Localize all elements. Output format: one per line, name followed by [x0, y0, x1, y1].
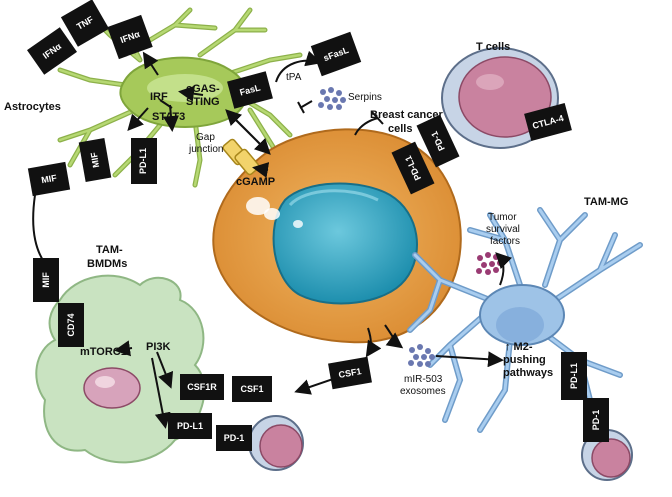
label-stat3: STAT3 [152, 111, 185, 123]
label-mir503: mIR-503 exosomes [400, 374, 446, 397]
svg-text:CSF1: CSF1 [338, 366, 362, 380]
marker-ctla4: CTLA-4 [524, 103, 572, 141]
label-cgamp: cGAMP [236, 176, 275, 188]
label-gap-junction: Gap junction [188, 132, 223, 155]
marker-csf1r: CSF1R [180, 374, 224, 400]
svg-text:PD-1: PD-1 [224, 433, 245, 443]
label-tpa: tPA [286, 72, 302, 83]
marker-pdl1-mg: PD-L1 [561, 352, 587, 400]
marker-mif-bmdm: MIF [33, 258, 59, 302]
marker-cd74: CD74 [58, 303, 84, 347]
label-pi3k: PI3K [146, 341, 171, 353]
t-cell-small-mg [581, 429, 633, 481]
svg-text:PD-L1: PD-L1 [138, 148, 148, 174]
label-tam-bmdm: TAM- BMDMs [87, 244, 127, 270]
marker-pdl1-tumor: PD-L1 [391, 141, 435, 195]
svg-text:PD-L1: PD-L1 [569, 363, 579, 389]
serpins-icon [318, 87, 346, 110]
marker-pd1-tcell: PD-1 [416, 114, 460, 168]
svg-text:CSF1R: CSF1R [187, 382, 217, 392]
marker-ifna-2: IFNα [27, 27, 77, 75]
marker-pd1-mg: PD-1 [583, 398, 609, 442]
label-t-cells: T cells [476, 41, 510, 53]
marker-csf1-bound: CSF1 [232, 376, 272, 402]
gap-junction-icon [222, 138, 260, 176]
label-m2-pathways: ↑ M2- pushing pathways [503, 341, 553, 379]
label-astrocytes: Astrocytes [4, 101, 61, 113]
marker-ifna-1: IFNα [107, 14, 153, 60]
label-irf: IRF [150, 91, 168, 103]
marker-pd1-bmdm: PD-1 [216, 425, 252, 451]
label-cgas-sting: cGAS- STING [186, 83, 223, 108]
marker-csf1-free: CSF1 [328, 356, 372, 390]
marker-tnf: TNF [60, 0, 110, 47]
mir503-exosomes-icon [408, 344, 435, 367]
svg-text:CSF1: CSF1 [240, 384, 263, 394]
marker-pdl1-bmdm: PD-L1 [168, 413, 212, 439]
svg-text:MIF: MIF [40, 173, 57, 186]
svg-text:PD-1: PD-1 [591, 410, 601, 431]
label-mtorc1: mTORC1 [80, 346, 127, 358]
label-serpins: Serpins [348, 92, 382, 103]
svg-text:MIF: MIF [41, 272, 51, 288]
label-tumor-survival: Tumor survival factors [486, 212, 523, 247]
arrows [32, 50, 513, 429]
t-cell-small-bmdm [248, 415, 304, 471]
label-breast-cancer: Breast cancer cells [370, 109, 446, 135]
label-tam-mg: TAM-MG [584, 196, 628, 208]
marker-mif-free: MIF [27, 161, 71, 197]
inhibition-bars [297, 100, 384, 125]
svg-text:MIF: MIF [89, 151, 102, 168]
svg-text:CD74: CD74 [66, 313, 76, 336]
svg-text:PD-L1: PD-L1 [177, 421, 203, 431]
marker-pdl1-astro: PD-L1 [131, 138, 157, 184]
marker-sfasl: sFasL [310, 31, 362, 77]
marker-mif-astro: MIF [78, 138, 112, 182]
marker-fasl: FasL [227, 71, 273, 109]
